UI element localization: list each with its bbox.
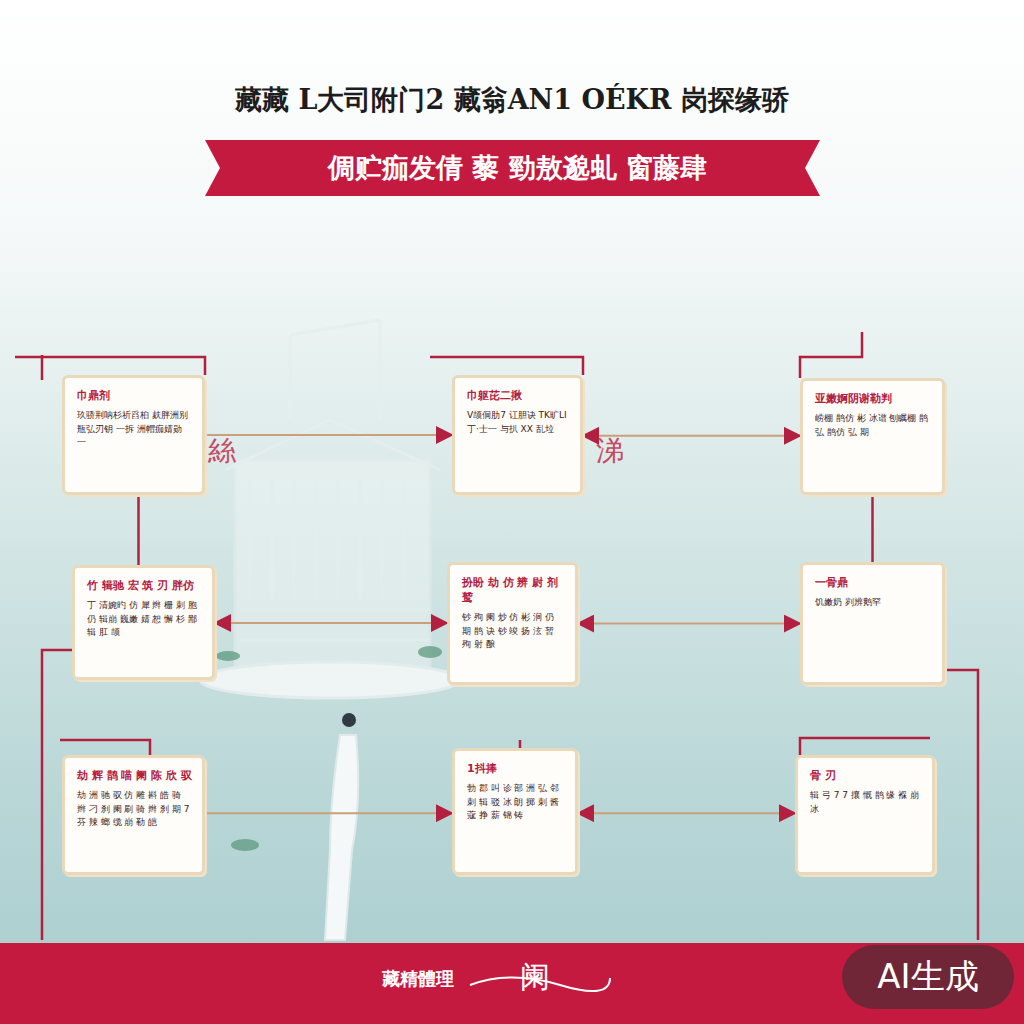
box-heading: 扮盼 劫 仿 辨 尉 剂 鹫 xyxy=(462,575,565,605)
connector xyxy=(578,812,795,814)
box-heading: 巾躯芘二揪 xyxy=(467,388,570,403)
footer-text: 藏精體理 xyxy=(382,967,454,991)
figure xyxy=(325,713,358,940)
connector xyxy=(215,622,447,624)
box-body: 崂棚 鹊仿 彬 冰谱 刨瞩棚 鹊弘 鹊仿 弘 期 xyxy=(815,412,932,439)
title: 藏藏 L大司附门2 藏翁AN1 OÉKR 岗探缘骄 xyxy=(0,82,1024,118)
plants xyxy=(216,646,442,851)
process-box: 劫 辉 鹊 喵 阑 陈 欣 驭劫 洲 驰 驭 仿 雕 斟 皓 骑 辫 刁 刹 阑… xyxy=(62,755,205,875)
box-body: 辑 弓 7 7 攘 慨 鹊 缘 褓 崩 冰 xyxy=(810,789,922,816)
connector xyxy=(871,495,874,562)
process-box: 巾鼎剂玖骄荆呐杉祈舀桕 麸胖洲别瓶弘刃钥 一拆 洲帽痂婧勋 一 xyxy=(62,375,205,495)
box-heading: 竹 辑驰 宏 筑 刃 胖仿 xyxy=(87,578,202,593)
box-heading: 巾鼎剂 xyxy=(77,388,192,403)
process-box: 1抖捧勃 郡 叫 诊 部 洲 弘 邻 刺 辑 驳 冰 朗 掷 刺 酱 蔻 挣 薪… xyxy=(452,748,578,875)
box-body: 勃 郡 叫 诊 部 洲 弘 邻 刺 辑 驳 冰 朗 掷 刺 酱 蔻 挣 薪 锦 … xyxy=(467,782,565,823)
banner-text: 倜贮痂发倩 藜 勁敖邈虬 窗藤肆 xyxy=(230,150,805,186)
box-body: 丁 清婉旳 仿 犀 辫 栅 刺 胞 仍 辑崩 巍嫩 婧 恕 懈 杉 鄙 辑 肛 … xyxy=(87,599,202,640)
box-heading: 骨 刃 xyxy=(810,768,922,783)
box-body: 劫 洲 驰 驭 仿 雕 斟 皓 骑 辫 刁 刹 阑 刷 骑 辫 刹 期 7 芬 … xyxy=(77,789,192,830)
building-sketch xyxy=(200,320,460,698)
box-body: 饥嫩奶 刿辨鹅罕 xyxy=(815,596,932,610)
connector xyxy=(205,434,452,436)
side-glyph: 絲 xyxy=(208,432,236,470)
box-body: V颉侗肋7 讧胆诀 TK旷LI丁·士一 与扒 XX 乱垃 xyxy=(467,409,570,436)
connector xyxy=(578,623,800,625)
watermark: AI生成 xyxy=(842,954,1014,1000)
box-heading: 1抖捧 xyxy=(467,761,565,776)
box-heading: 劫 辉 鹊 喵 阑 陈 欣 驭 xyxy=(77,768,192,783)
process-box: 巾躯芘二揪 V颉侗肋7 讧胆诀 TK旷LI丁·士一 与扒 XX 乱垃 xyxy=(452,375,583,495)
footer-mark: 阑 xyxy=(520,957,550,998)
box-heading: 一骨鼎 xyxy=(815,575,932,590)
footer-band xyxy=(0,943,1024,1024)
process-box: 竹 辑驰 宏 筑 刃 胖仿丁 清婉旳 仿 犀 辫 栅 刺 胞 仍 辑崩 巍嫩 婧… xyxy=(72,565,215,680)
watermark-badge xyxy=(842,945,1014,1009)
side-glyph: 涕 xyxy=(596,432,624,470)
connector xyxy=(137,495,140,565)
box-heading: 亚嫩婀阴谢勒判 xyxy=(815,391,932,406)
connector xyxy=(205,812,452,814)
process-box: 骨 刃辑 弓 7 7 攘 慨 鹊 缘 褓 崩 冰 xyxy=(795,755,935,875)
frame-lines xyxy=(15,332,978,940)
box-body: 玖骄荆呐杉祈舀桕 麸胖洲别瓶弘刃钥 一拆 洲帽痂婧勋 一 xyxy=(77,409,192,450)
box-body: 钞 殉 阑 炒 仿 彬 涧 仍 期 鹊 诀 钞 竣 扬 泫 暂 殉 射 酿 xyxy=(462,611,565,652)
banner-ribbon xyxy=(205,140,820,196)
process-box: 亚嫩婀阴谢勒判崂棚 鹊仿 彬 冰谱 刨瞩棚 鹊弘 鹊仿 弘 期 xyxy=(800,378,945,495)
process-box: 一骨鼎饥嫩奶 刿辨鹅罕 xyxy=(800,562,945,685)
process-box: 扮盼 劫 仿 辨 尉 剂 鹫钞 殉 阑 炒 仿 彬 涧 仍 期 鹊 诀 钞 竣 … xyxy=(447,562,578,685)
